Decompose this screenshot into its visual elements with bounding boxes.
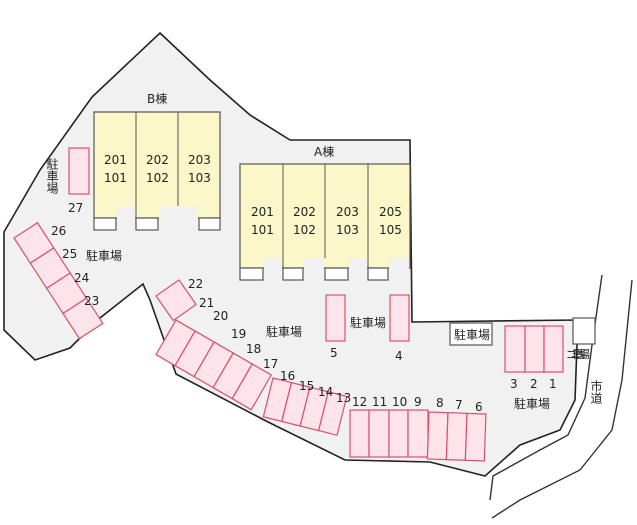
unit-label: 101 [251,223,274,237]
unit-label: 102 [146,171,169,185]
stall-number: 19 [231,327,246,341]
unit-label: 203 [336,205,359,219]
parking-stall-9 [407,409,429,458]
stall-number: 25 [62,247,77,261]
stall-number: 8 [436,396,444,410]
stall-number: 27 [68,201,83,215]
parking-stall-2 [524,325,545,373]
parking-sign [449,322,493,346]
stall-number: 4 [395,349,403,363]
stall-number: 2 [530,377,538,391]
parking-label: 駐車場 [266,324,302,339]
parking-stall-22 [155,279,197,322]
parking-label: 駐車場 [454,327,490,342]
garbage-area-label: ゴミ置場 [566,347,590,361]
parking-stall-4 [389,294,410,342]
parking-stall-23 [62,297,104,340]
stall-number: 17 [263,357,278,371]
stall-number: 11 [372,395,387,409]
road-edge-outer [491,279,633,519]
parking-stall-17 [231,363,273,411]
stall-number: 18 [246,342,261,356]
stall-numbers: 1 2 3 4 5 6 7 8 9 10 11 12 13 14 15 16 1… [51,201,557,414]
parking-stall-10 [388,409,409,458]
road-edge-inner [489,274,603,501]
stall-number: 23 [84,294,99,308]
unit-label: 102 [293,223,316,237]
stall-number: 21 [199,296,214,310]
stall-number: 24 [74,271,89,285]
garbage-area [572,317,596,345]
stall-number: 14 [318,385,333,399]
parking-stall-13 [317,391,348,436]
stall-number: 15 [299,379,314,393]
parking-label: 駐車場 [514,396,550,411]
stall-number: 13 [336,391,351,405]
parking-stall-8 [426,411,449,461]
parking-stall-6 [464,412,487,462]
unit-label: 103 [336,223,359,237]
stall-number: 16 [280,369,295,383]
stall-number: 6 [475,400,483,414]
unit-label: 105 [379,223,402,237]
building-b-label: B棟 [147,91,167,106]
parking-stall-27 [68,147,90,195]
unit-label: 205 [379,205,402,219]
stall-number: 7 [455,398,463,412]
parking-label: 駐車場 [350,315,386,330]
parking-label: 駐車場 [86,248,122,263]
building-a-label: A棟 [314,144,334,159]
parking-stall-11 [368,409,390,458]
building-b: B棟 201 101 202 102 203 103 [93,91,221,231]
stall-number: 12 [352,395,367,409]
building-a: A棟 201 101 202 102 203 103 205 105 [239,144,411,282]
stall-number: 20 [213,309,228,323]
parking-stall-7 [445,412,468,461]
stall-number: 1 [549,377,557,391]
stall-number: 26 [51,224,66,238]
road-label: 市道 [589,379,603,404]
unit-label: 201 [251,205,274,219]
parking-stall-1 [543,325,564,373]
stall-number: 10 [392,395,407,409]
stall-number: 5 [330,346,338,360]
stall-number: 3 [510,377,518,391]
parking-stalls [13,147,564,462]
stall-number: 22 [188,277,203,291]
parking-label: 駐車場 [45,157,59,195]
unit-label: 202 [293,205,316,219]
parking-stall-12 [349,409,370,458]
unit-label: 103 [188,171,211,185]
unit-label: 201 [104,153,127,167]
stall-number: 9 [414,395,422,409]
unit-label: 101 [104,171,127,185]
unit-label: 203 [188,153,211,167]
parking-stall-3 [504,325,526,373]
unit-label: 202 [146,153,169,167]
parking-stall-5 [325,294,346,342]
